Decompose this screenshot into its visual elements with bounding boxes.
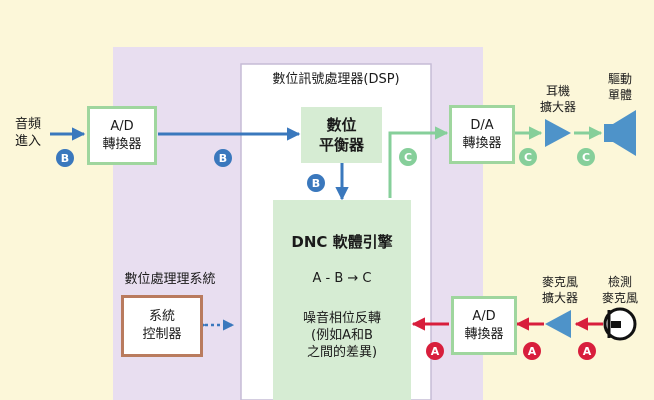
badge-b-ad-out: B [214, 149, 232, 167]
wire-dnc-to-da [388, 126, 449, 198]
dnc-formula: A - B → C [312, 271, 372, 286]
dnc-title: DNC 軟體引擎 [291, 233, 393, 251]
system-controller: 系統 控制器 [121, 295, 203, 357]
microphone-symbol-icon [603, 307, 637, 341]
digital-equalizer: 數位 平衡器 [301, 107, 382, 163]
badge-a-micamp-in: A [523, 342, 541, 360]
badge-a-ad-in: A [426, 342, 444, 360]
driver-unit-label: 驅動 單體 [607, 72, 632, 102]
badge-c-amp-out: C [577, 148, 595, 166]
system-processing-label: 數位處理理系統 [124, 272, 216, 287]
detection-mic-label: 檢測 麥克風 [601, 275, 638, 305]
headphone-amp-label: 耳機 擴大器 [539, 84, 576, 114]
da-converter: D/A 轉換器 [449, 105, 515, 164]
badge-c-dnc-out: C [399, 148, 417, 166]
mic-amp-icon [545, 310, 571, 338]
ad-converter-mic: A/D 轉換器 [451, 296, 517, 355]
ad-converter-input: A/D 轉換器 [87, 106, 157, 165]
badge-c-da-out: C [519, 148, 537, 166]
mic-amp-label: 麥克風 擴大器 [541, 275, 578, 305]
badge-b-input: B [56, 149, 74, 167]
badge-b-equalizer: B [307, 174, 325, 192]
dnc-description: 噪音相位反轉 (例如A和B 之間的差異) [302, 311, 381, 360]
audio-input-label: 音頻 進入 [14, 117, 41, 149]
headphone-amp-icon [545, 119, 571, 147]
dsp-title: 數位訊號處理器(DSP) [272, 72, 400, 87]
badge-a-mic-out: A [578, 342, 596, 360]
speaker-driver-icon [604, 110, 636, 156]
dnc-engine: DNC 軟體引擎 A - B → C 噪音相位反轉 (例如A和B 之間的差異) [273, 200, 411, 400]
